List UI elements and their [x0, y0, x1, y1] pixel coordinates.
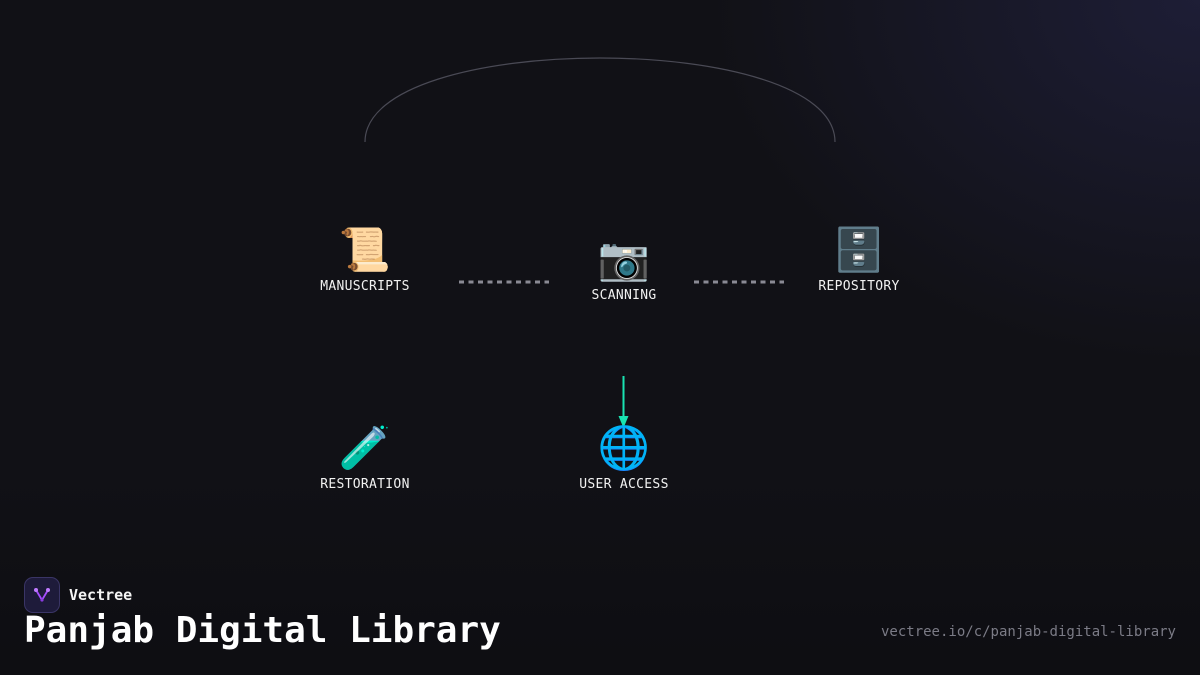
scroll-icon: 📜	[338, 225, 392, 274]
page-url-link[interactable]: vectree.io/c/panjab-digital-library	[880, 624, 1176, 640]
camera-icon: 📷	[597, 234, 651, 283]
node-label-manuscripts: MANUSCRIPTS	[320, 279, 410, 294]
node-user-access: 🌐 USER ACCESS	[544, 423, 704, 492]
page-title: Panjab Digital Library	[24, 610, 501, 651]
test-tube-icon: 🧪	[338, 423, 392, 472]
globe-icon: 🌐	[597, 423, 651, 472]
node-label-scanning: SCANNING	[591, 288, 657, 303]
brand-name: Vectree	[69, 586, 133, 604]
node-label-repository: REPOSITORY	[818, 279, 900, 294]
vectree-logo-icon	[24, 577, 60, 613]
node-scanning: 📷 SCANNING	[544, 234, 704, 303]
node-repository: 🗄️ REPOSITORY	[779, 225, 939, 294]
node-label-user-access: USER ACCESS	[579, 477, 669, 492]
brand[interactable]: Vectree	[24, 577, 132, 613]
node-label-restoration: RESTORATION	[320, 477, 410, 492]
node-manuscripts: 📜 MANUSCRIPTS	[285, 225, 445, 294]
arc-connector-repository-manuscripts	[364, 57, 836, 143]
node-restoration: 🧪 RESTORATION	[285, 423, 445, 492]
file-cabinet-icon: 🗄️	[832, 225, 886, 274]
